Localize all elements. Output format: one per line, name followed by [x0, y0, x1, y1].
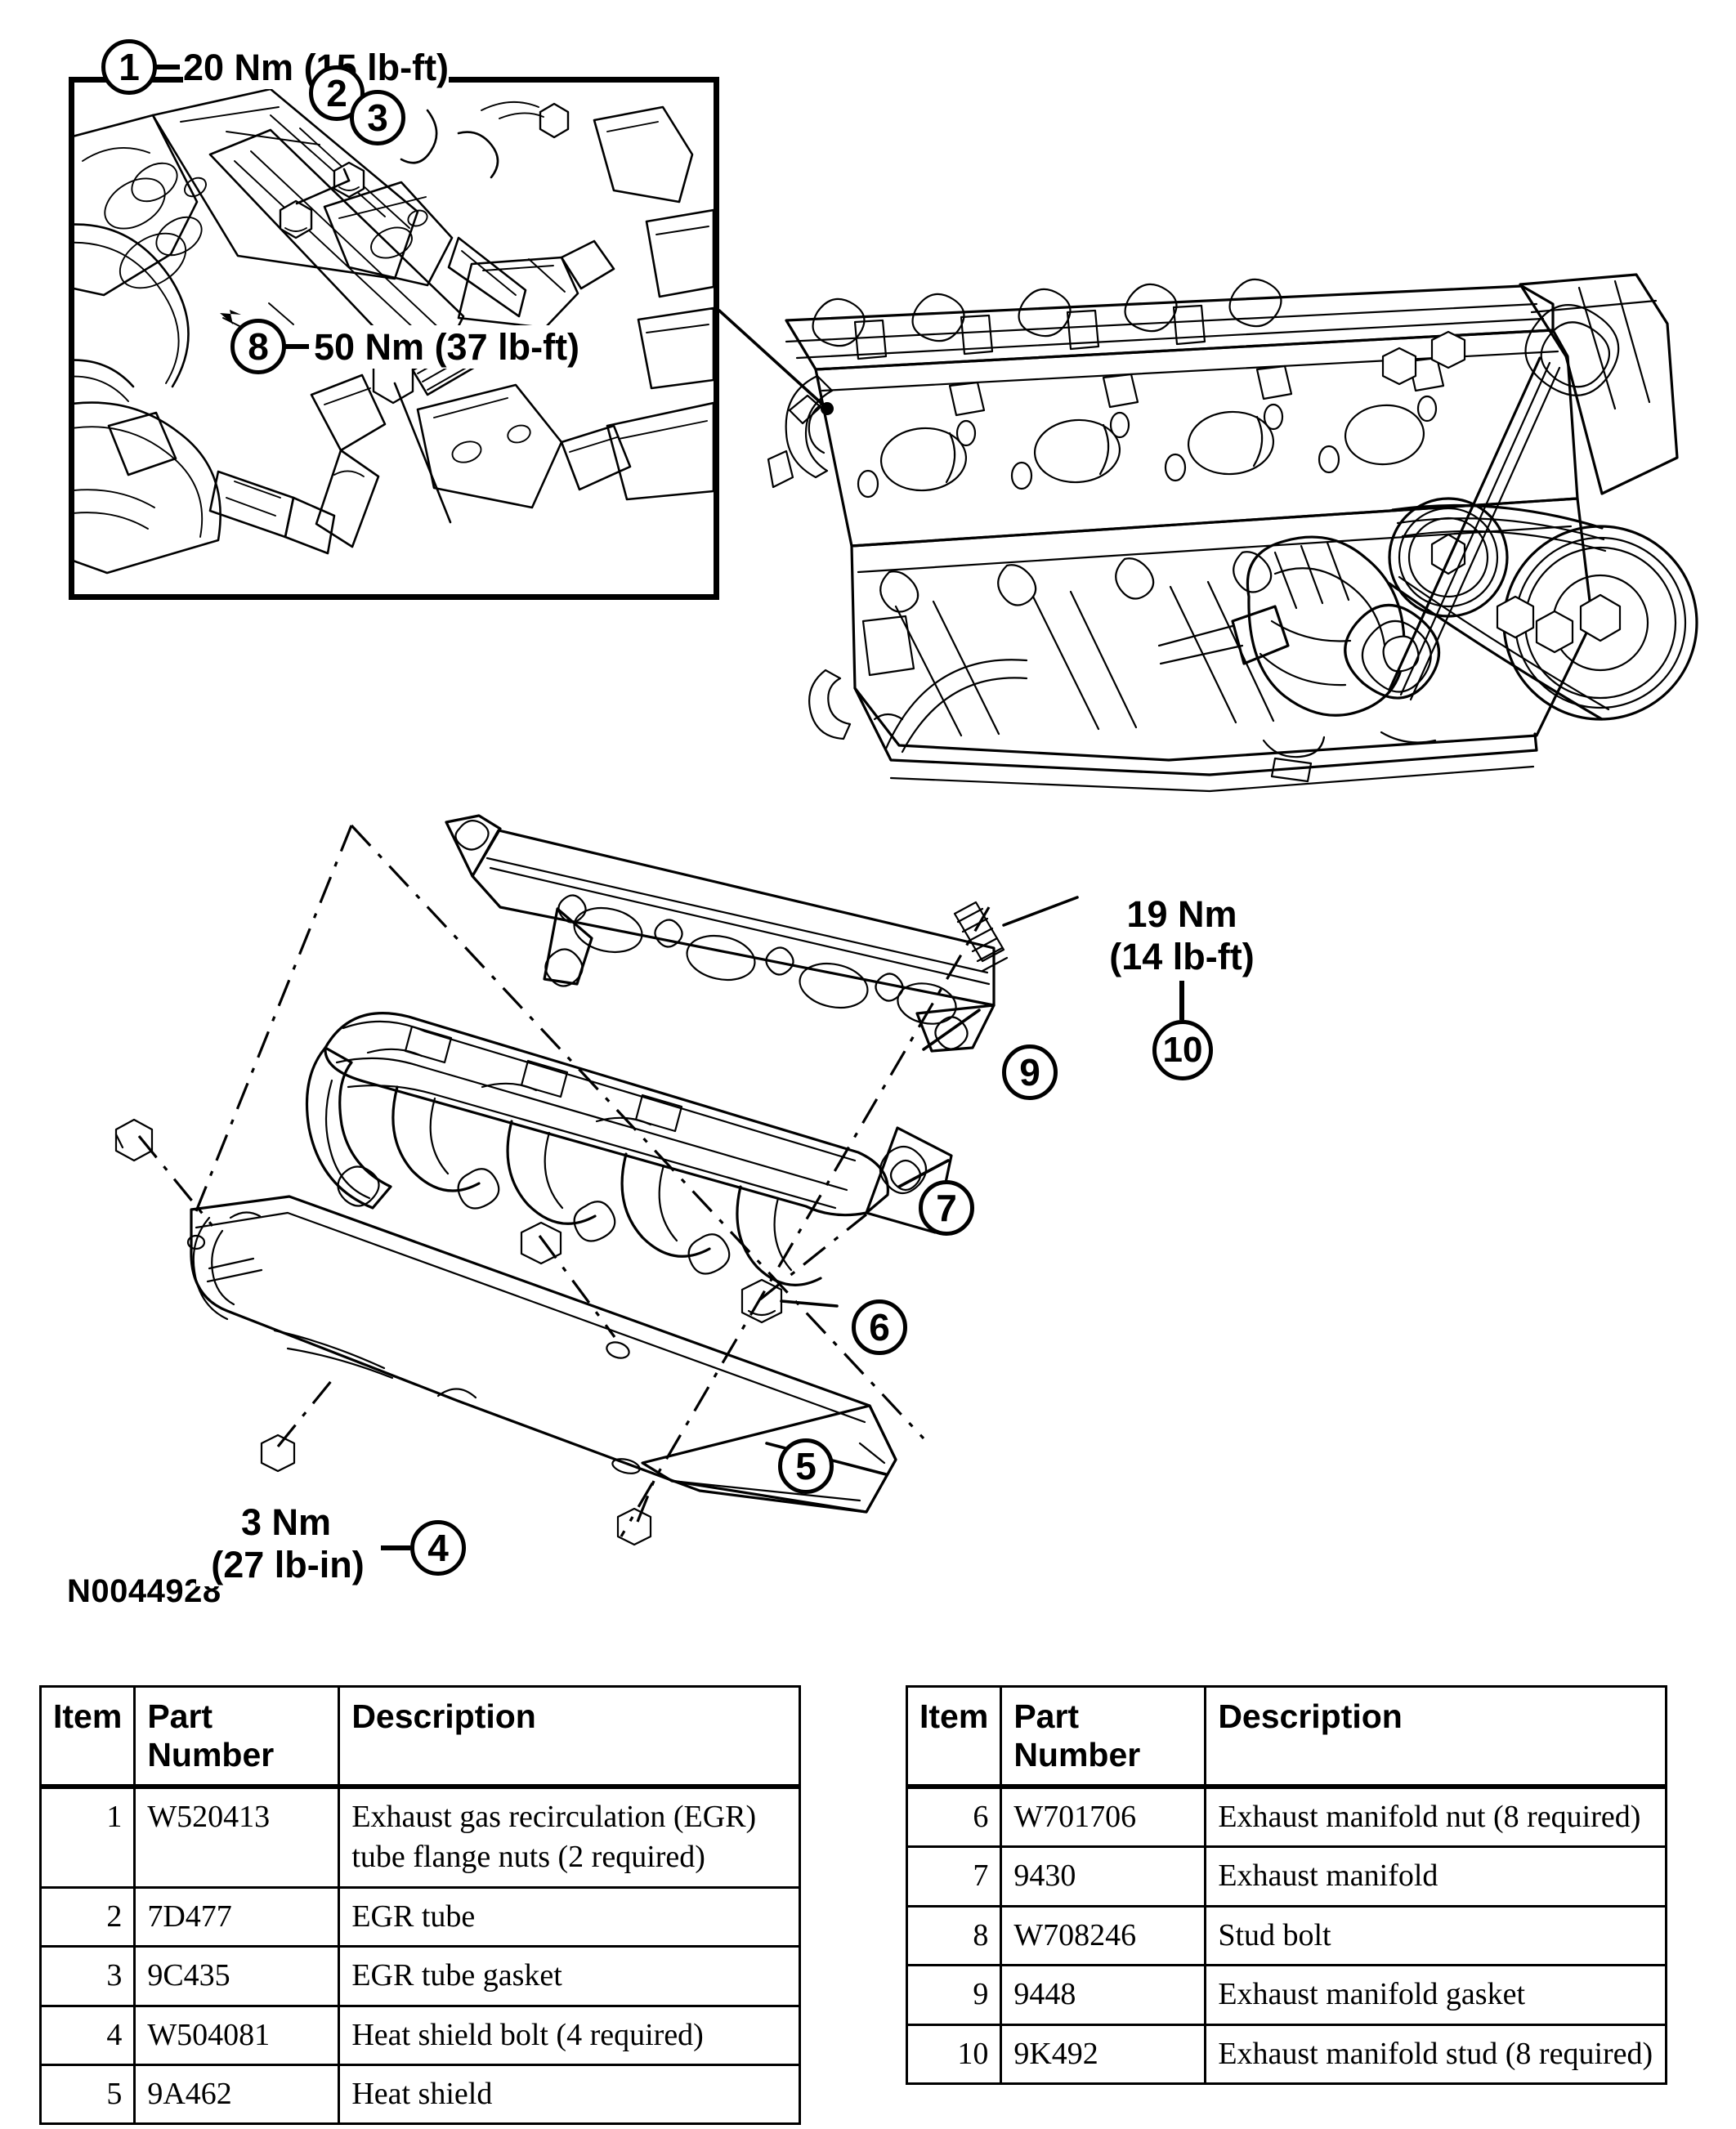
- cell-item: 6: [905, 1785, 1003, 1849]
- cell-part-number: 7D477: [133, 1885, 341, 1948]
- cell-part-number: 9430: [1000, 1845, 1207, 1908]
- callout-4-dash: [381, 1545, 410, 1550]
- torque-spec-10-line2: (14 lb-ft): [1090, 935, 1273, 979]
- cell-part-number: W504081: [133, 2004, 341, 2066]
- callout-5[interactable]: 5: [778, 1438, 834, 1494]
- cell-description: Stud bolt: [1204, 1904, 1667, 1967]
- callout-8-dash: [284, 344, 309, 349]
- egr-tube-detail-line-art: .i1 { fill:none; stroke:#000; stroke-wid…: [74, 87, 714, 575]
- callout-6[interactable]: 6: [852, 1299, 907, 1355]
- serpentine-belt: [1388, 356, 1610, 721]
- callout-7[interactable]: 7: [919, 1180, 974, 1236]
- torque-spec-1: 20 Nm (15 lb-ft): [183, 46, 450, 90]
- callout-2[interactable]: 2: [309, 65, 365, 121]
- torque-spec-10-line1: 19 Nm: [1102, 892, 1262, 937]
- header-item: Item: [38, 1685, 136, 1789]
- callout-10[interactable]: 10: [1152, 1020, 1213, 1080]
- cell-description: EGR tube gasket: [338, 1945, 801, 2007]
- callout-1[interactable]: 1: [101, 39, 157, 95]
- cell-description: Exhaust manifold nut (8 required): [1204, 1785, 1667, 1849]
- cell-description: Exhaust manifold stud (8 required): [1204, 2023, 1667, 2085]
- cell-part-number: W708246: [1000, 1904, 1207, 1967]
- block-hardware: [1381, 330, 1574, 654]
- callout-1-dash: [155, 65, 180, 69]
- cell-part-number: 9A462: [133, 2063, 341, 2126]
- cell-item: 9: [905, 1964, 1003, 2026]
- cell-item: 5: [38, 2063, 136, 2126]
- cell-item: 10: [905, 2023, 1003, 2085]
- callout-8[interactable]: 8: [230, 319, 286, 374]
- cell-description: Exhaust manifold gasket: [1204, 1964, 1667, 2026]
- cell-item: 7: [905, 1845, 1003, 1908]
- cell-part-number: 9448: [1000, 1964, 1207, 2026]
- header-part-number: Part Number: [1000, 1685, 1207, 1789]
- cell-description: Exhaust gas recirculation (EGR) tube fla…: [338, 1785, 801, 1889]
- table-header-row: Item Part Number Description: [905, 1685, 1667, 1789]
- exploded-center-lines: [137, 824, 991, 1537]
- torque-spec-4-line1: 3 Nm: [206, 1501, 366, 1545]
- cell-part-number: 9K492: [1000, 2023, 1207, 2085]
- header-part-number: Part Number: [133, 1685, 341, 1789]
- torque-spec-4-line2: (27 lb-in): [196, 1543, 379, 1587]
- cell-item: 1: [38, 1785, 136, 1889]
- cell-part-number: W520413: [133, 1785, 341, 1889]
- cell-item: 8: [905, 1904, 1003, 1967]
- header-item: Item: [905, 1685, 1003, 1789]
- engine-line-art: .ln { fill:none; stroke:#000; stroke-wid…: [114, 273, 1698, 1546]
- figure-id-code: N0044928: [67, 1573, 221, 1609]
- cell-description: EGR tube: [338, 1885, 801, 1948]
- engine-block-illustration: [767, 273, 1698, 793]
- exploded-view-figure: .ln { fill:none; stroke:#000; stroke-wid…: [67, 39, 1698, 1609]
- torque-spec-8: 50 Nm (37 lb-ft): [314, 325, 580, 369]
- header-description: Description: [338, 1685, 801, 1789]
- cell-part-number: W701706: [1000, 1785, 1207, 1849]
- cell-description: Exhaust manifold: [1204, 1845, 1667, 1908]
- callout-3[interactable]: 3: [350, 90, 405, 145]
- cell-item: 3: [38, 1945, 136, 2007]
- cell-description: Heat shield bolt (4 required): [338, 2004, 801, 2066]
- table-header-row: Item Part Number Description: [38, 1685, 801, 1789]
- header-description: Description: [1204, 1685, 1667, 1789]
- exhaust-manifold-gasket-part: [445, 814, 996, 1053]
- fastener-hardware: [114, 901, 1009, 1546]
- cell-item: 4: [38, 2004, 136, 2066]
- exhaust-manifold-part: [305, 1012, 953, 1286]
- cell-item: 2: [38, 1885, 136, 1948]
- callout-10-dash: [1179, 981, 1184, 1020]
- cell-description: Heat shield: [338, 2063, 801, 2126]
- callout-4[interactable]: 4: [410, 1520, 466, 1576]
- cell-part-number: 9C435: [133, 1945, 341, 2007]
- heat-shield-part: [186, 1195, 897, 1514]
- callout-9[interactable]: 9: [1002, 1044, 1058, 1100]
